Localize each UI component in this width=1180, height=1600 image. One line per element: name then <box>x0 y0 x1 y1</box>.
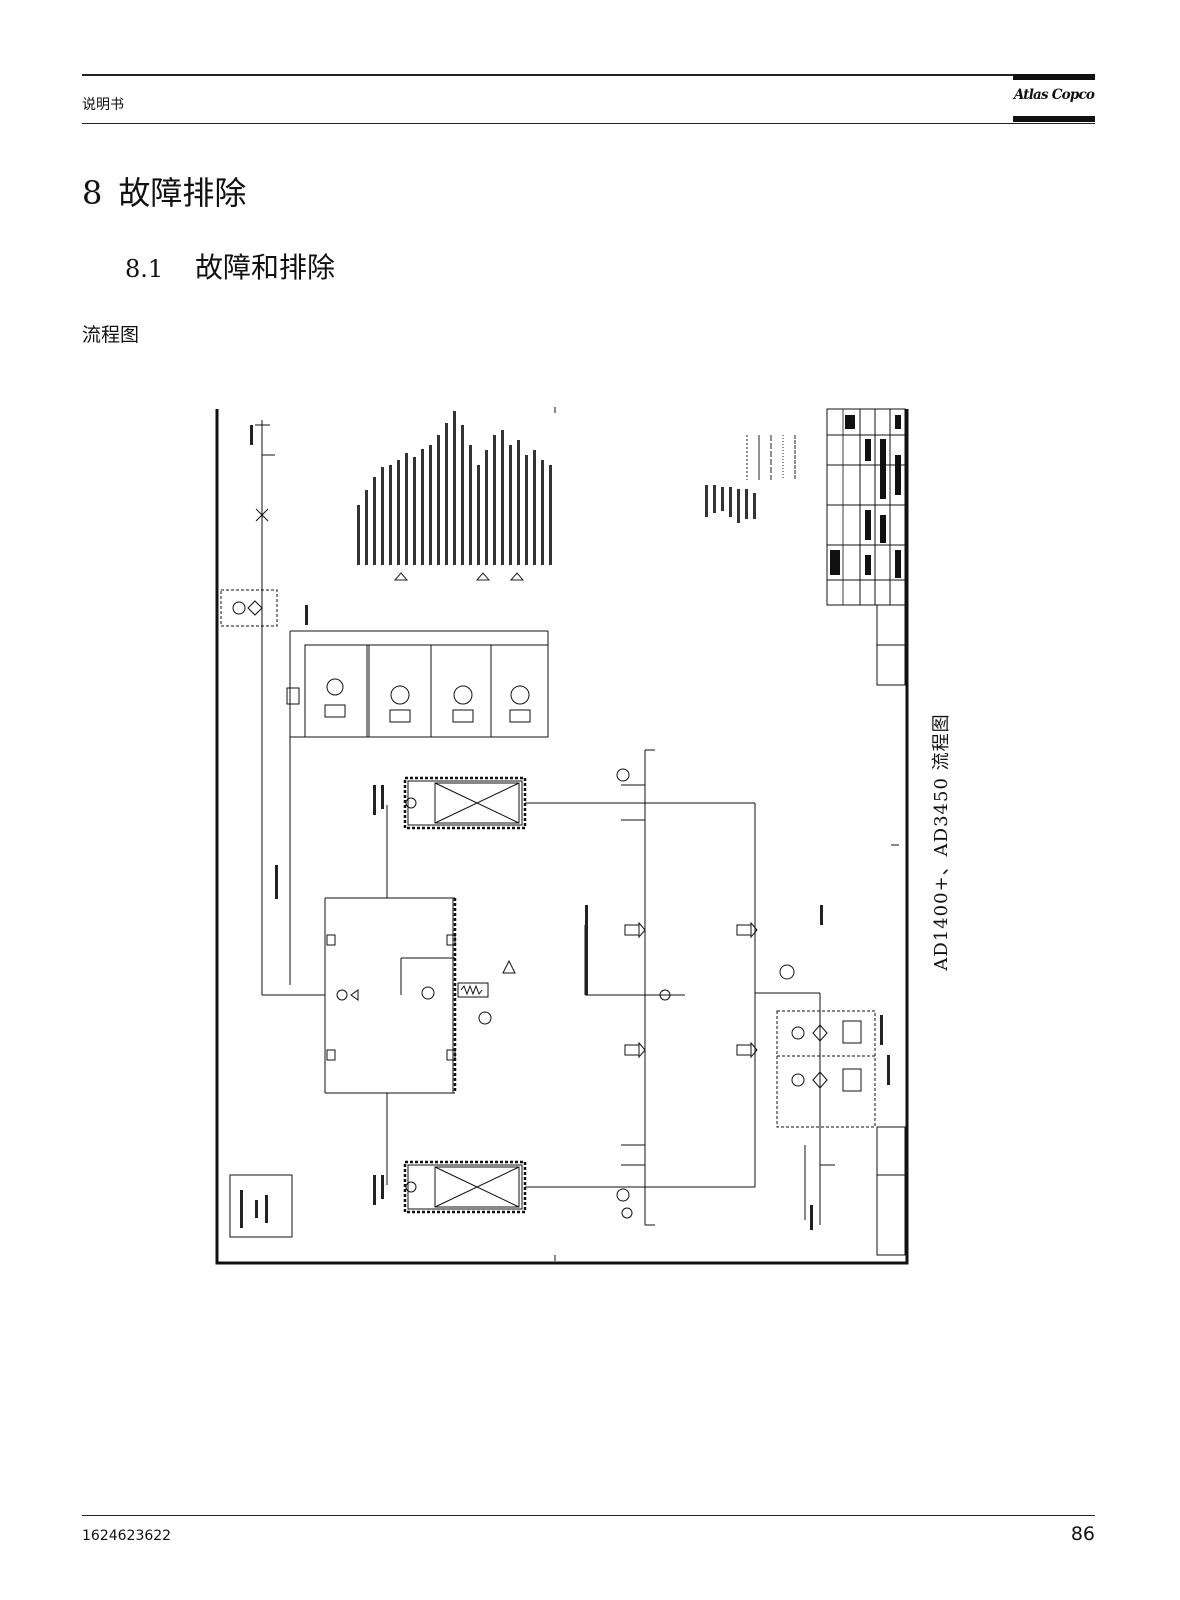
page-number: 86 <box>1070 1523 1095 1545</box>
section-heading: 8 故障排除 <box>82 168 246 214</box>
header-bottom-rule <box>82 123 1095 124</box>
atlas-copco-logo: Atlas Copco <box>1013 74 1095 124</box>
subsection-number: 8.1 <box>125 255 164 283</box>
process-flow-diagram <box>215 407 909 1265</box>
section-number: 8 <box>82 174 103 212</box>
footer-rule <box>82 1515 1095 1516</box>
section-title: 故障排除 <box>118 174 247 212</box>
document-number: 1624623622 <box>82 1528 172 1544</box>
header-top-rule <box>82 74 1095 76</box>
subsection-title: 故障和排除 <box>195 251 336 284</box>
subsection-heading: 8.1 故障和排除 <box>125 246 335 286</box>
figure-heading: 流程图 <box>82 324 140 346</box>
document-type-label: 说明书 <box>82 97 124 113</box>
figure-caption: AD1400+、AD3450 流程图 <box>931 713 952 971</box>
logo-wordmark: Atlas Copco <box>1013 87 1095 103</box>
